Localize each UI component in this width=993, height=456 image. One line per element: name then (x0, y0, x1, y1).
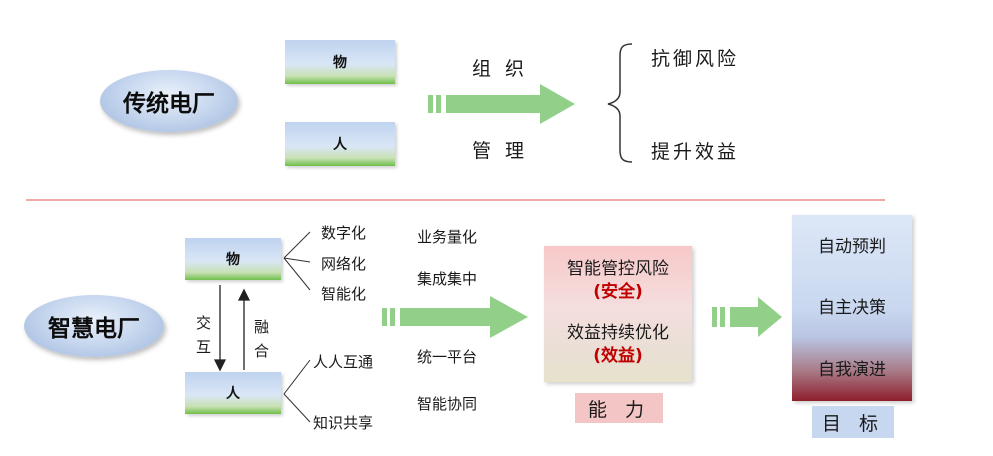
method-intelligent-collab: 智能协同 (417, 395, 478, 413)
smart-plant-ellipse: 智慧电厂 (24, 295, 164, 357)
thing-feature-lines (283, 231, 311, 291)
interaction-arrows (213, 285, 251, 372)
goal-self-evolve: 自我演进 (818, 360, 886, 380)
traditional-plant-label: 传统电厂 (123, 91, 215, 117)
interact-char-2: 互 (196, 338, 212, 356)
capability-benefit-opt: 效益持续优化 (567, 323, 669, 343)
traditional-people-text: 人 (333, 137, 347, 153)
merge-char-1: 融 (254, 318, 270, 336)
interact-char-1: 交 (196, 314, 212, 332)
capability-benefit-tag: (效益) (593, 346, 643, 366)
feature-networking: 网络化 (321, 255, 367, 273)
smart-thing-box: 物 (185, 238, 281, 280)
traditional-people-box: 人 (285, 122, 395, 166)
capability-safety-tag: (安全) (593, 282, 643, 302)
outcome-brace (607, 43, 633, 163)
goal-caption-text: 目 标 (821, 412, 885, 435)
feature-people-connect: 人人互通 (313, 353, 374, 371)
traditional-plant-ellipse: 传统电厂 (100, 70, 238, 132)
feature-knowledge-share: 知识共享 (313, 414, 374, 432)
capability-box: 智能管控风险 (安全) 效益持续优化 (效益) (544, 246, 692, 382)
feature-digitalization: 数字化 (321, 224, 367, 242)
goal-self-decide: 自主决策 (818, 298, 886, 318)
top-arrow (428, 84, 575, 124)
goal-caption: 目 标 (812, 406, 894, 438)
capability-caption: 能 力 (575, 393, 663, 423)
feature-intelligentization: 智能化 (321, 285, 367, 303)
smart-people-text: 人 (226, 386, 240, 402)
right-arrow (712, 297, 782, 337)
outcome-resist-risk: 抗御风险 (651, 48, 740, 70)
middle-arrow (382, 296, 528, 338)
merge-char-2: 合 (254, 342, 270, 360)
goal-box: 自动预判 自主决策 自我演进 (792, 215, 912, 401)
capability-caption-text: 能 力 (587, 398, 651, 421)
goal-auto-predict: 自动预判 (818, 237, 886, 257)
people-feature-lines (283, 359, 311, 423)
outcome-improve-benefit: 提升效益 (651, 141, 740, 163)
method-business-quantify: 业务量化 (417, 228, 478, 246)
method-unified-platform: 统一平台 (417, 348, 478, 366)
organize-label: 组 织 (472, 58, 529, 80)
smart-plant-label: 智慧电厂 (48, 316, 140, 342)
smart-thing-text: 物 (226, 252, 240, 268)
traditional-thing-text: 物 (333, 55, 347, 71)
method-integrate-centralize: 集成集中 (417, 270, 478, 288)
smart-people-box: 人 (185, 372, 281, 414)
capability-risk-control: 智能管控风险 (567, 259, 669, 279)
manage-label: 管 理 (472, 140, 529, 162)
traditional-thing-box: 物 (285, 40, 395, 84)
